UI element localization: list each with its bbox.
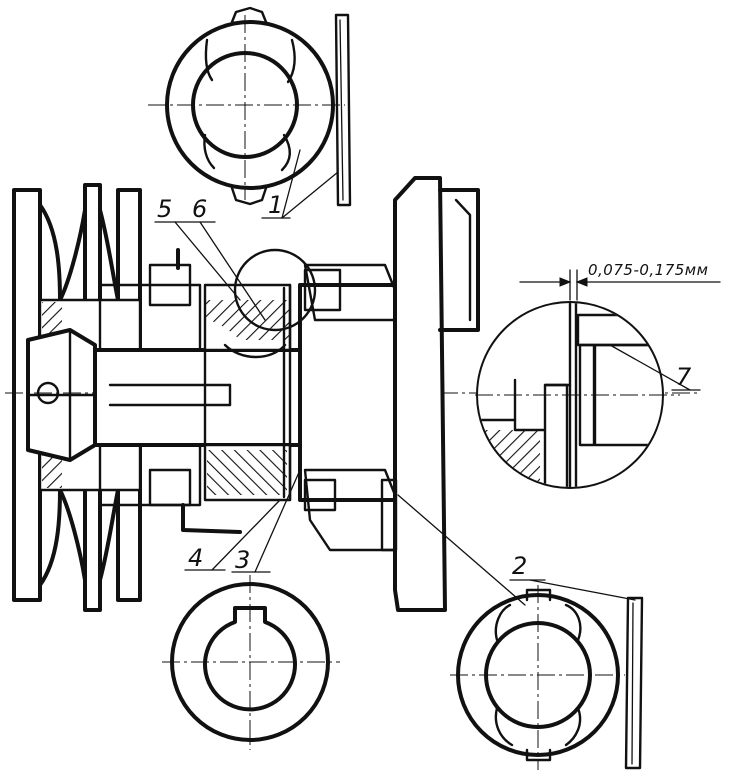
leaders-3-4: 4 3 — [184, 469, 301, 574]
detail-callout-circle — [233, 248, 317, 332]
leader-part-2: 2 — [397, 494, 636, 606]
label-part-2: 2 — [512, 552, 527, 580]
label-part-1: 1 — [268, 191, 283, 219]
detail-view: 0,075-0,175мм 7 — [475, 261, 721, 489]
leaders-5-6: 5 6 — [154, 195, 266, 321]
dimension-label: 0,075-0,175мм — [588, 261, 708, 279]
leader-part-1: 1 — [261, 149, 339, 219]
shaft-assembly — [93, 176, 480, 612]
top-ring-view — [148, 6, 352, 207]
label-part-4: 4 — [188, 544, 203, 572]
label-part-5: 5 — [157, 195, 172, 223]
label-part-6: 6 — [192, 195, 207, 223]
bottom-right-view — [450, 585, 644, 770]
label-part-3: 3 — [235, 546, 250, 574]
bottom-left-view — [162, 575, 340, 750]
label-part-7: 7 — [676, 363, 692, 391]
pulley — [5, 183, 700, 612]
